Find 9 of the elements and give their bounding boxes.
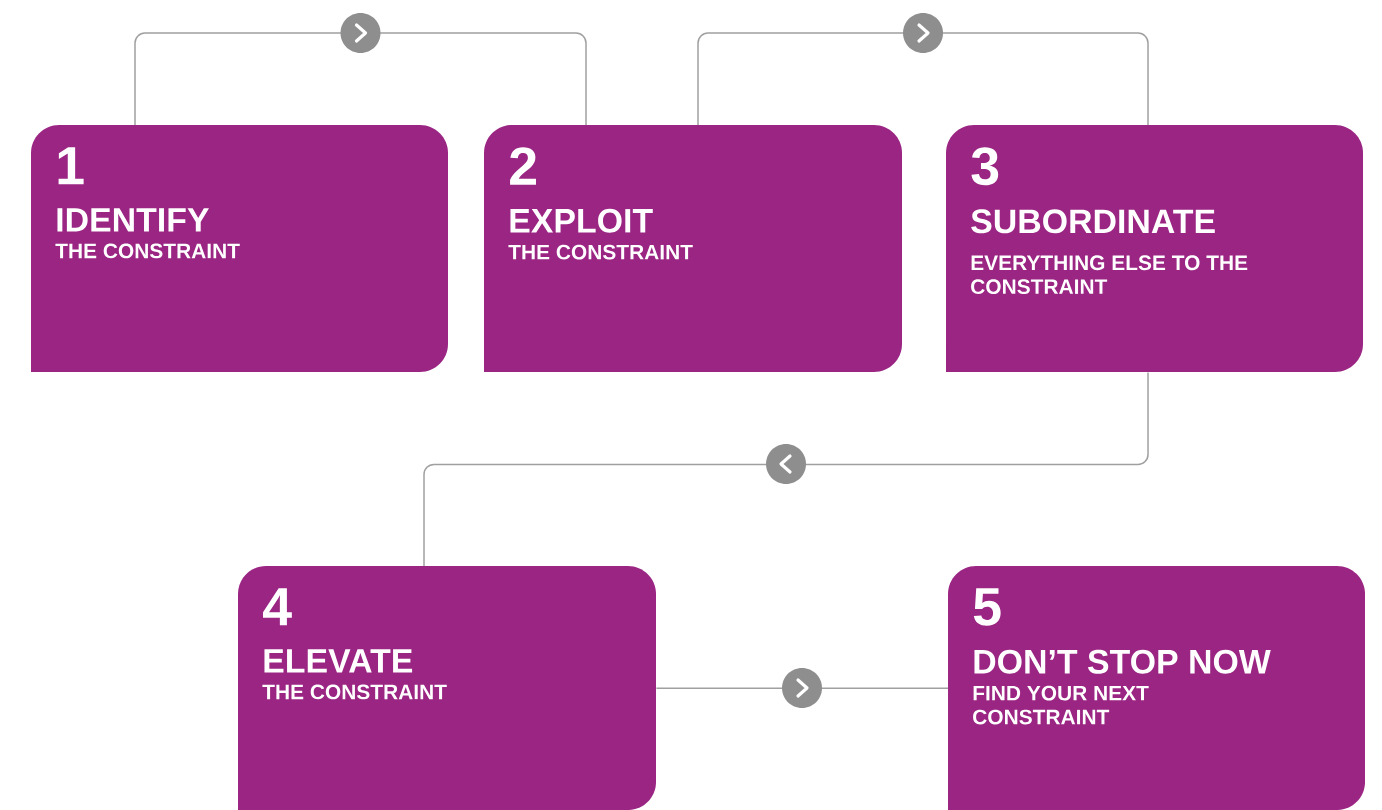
step-box: 1 IDENTIFY THE CONSTRAINT <box>31 125 448 372</box>
arrow <box>697 13 1149 126</box>
step-box: 5 DON’T STOP NOW FIND YOUR NEXT CONSTRAINT <box>948 566 1365 810</box>
arrow <box>134 13 587 126</box>
arrow <box>423 371 1149 567</box>
step-box: 2 EXPLOIT THE CONSTRAINT <box>484 125 902 372</box>
step-box: 3 SUBORDINATE EVERYTHING ELSE TO THE CONSTRAINT <box>946 125 1363 372</box>
step-box: 4 ELEVATE THE CONSTRAINT <box>238 566 656 810</box>
arrow <box>655 668 949 708</box>
